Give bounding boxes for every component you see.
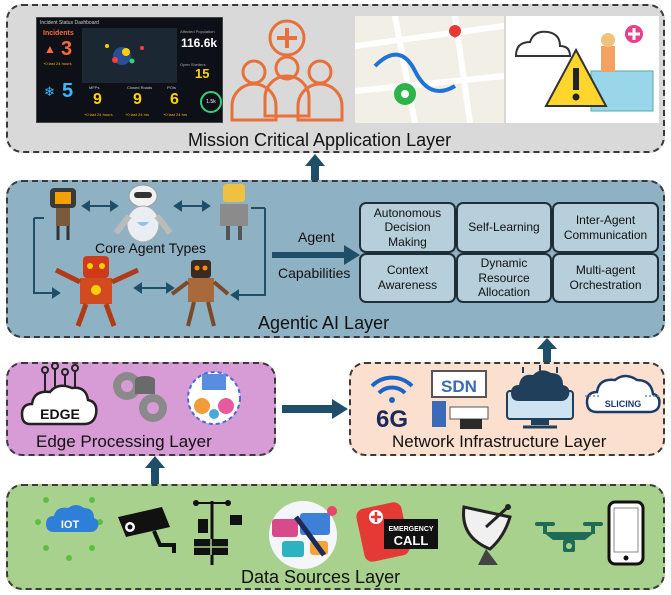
emergency-alert-icon <box>506 16 659 123</box>
incidents-value: 3 <box>61 38 73 60</box>
warning-triangle-icon: ▲ <box>44 42 56 56</box>
weather-station-icon <box>193 500 242 565</box>
gauge-value: 1.5k <box>206 99 216 105</box>
drone-icon <box>535 522 603 552</box>
arrow-agentic-to-mission <box>305 154 325 180</box>
dashboard-title: Incident Status Dashboard <box>40 20 99 26</box>
arrow-agent-to-capabilities <box>272 245 360 265</box>
mfps-sub: +0 last 24 hours <box>84 112 113 117</box>
pois-value: 6 <box>170 91 179 108</box>
capability-autonomous-decision-making: Autonomous Decision Making <box>359 202 456 253</box>
open-shelters-value: 15 <box>195 66 210 81</box>
pois-label: POIs <box>167 85 176 90</box>
sdn-icon: SDN <box>431 370 489 429</box>
affected-value: 116.6k <box>181 36 218 50</box>
edge-layer-title: Edge Processing Layer <box>36 432 212 451</box>
medical-team-icon <box>230 19 344 122</box>
capability-dynamic-resource-allocation: Dynamic Resource Allocation <box>456 253 552 303</box>
slicing-text: SLICING <box>605 399 642 409</box>
cloud-network-icon <box>506 365 574 429</box>
brown-robot-icon <box>170 260 230 327</box>
roads-sub: +0 last 24 hrs <box>125 112 150 117</box>
affected-label: Affected Population <box>180 29 215 34</box>
agentic-layer-title: Agentic AI Layer <box>258 313 390 333</box>
gauge: 1.5k <box>200 91 222 113</box>
call-text: CALL <box>394 533 429 548</box>
dashboard-map <box>82 28 177 83</box>
6g-text: 6G <box>376 406 408 430</box>
incidents-label: Incidents <box>43 30 74 37</box>
capability-context-awareness: Context Awareness <box>359 253 456 303</box>
edge-cloud-icon: EDGE <box>20 362 98 426</box>
roads-value: 9 <box>133 91 142 108</box>
navigation-map-icon <box>355 16 504 123</box>
cctv-camera-icon <box>118 507 176 553</box>
incidents-sub: +0 last 24 hours <box>43 61 72 66</box>
open-shelters-label: Open Shelters <box>180 62 206 67</box>
arrow-edge-to-network <box>282 399 348 419</box>
capability-self-learning: Self-Learning <box>456 202 552 253</box>
capability-inter-agent-communication: Inter-Agent Communication <box>552 202 659 253</box>
agent-label: Agent <box>298 229 335 245</box>
roads-label: Closed Roads <box>127 85 153 90</box>
white-robot-icon <box>113 184 173 243</box>
sdn-text: SDN <box>441 377 477 396</box>
b-value: 5 <box>62 80 74 102</box>
robots-group <box>33 184 266 327</box>
iot-text: IOT <box>61 519 80 531</box>
mission-layer-title: Mission Critical Application Layer <box>188 130 452 150</box>
incident-dashboard-image: Incident Status Dashboard Incidents ▲ 3 … <box>36 17 223 123</box>
tv-robot-icon <box>50 188 76 240</box>
satellite-dish-icon <box>462 504 512 565</box>
data-sources-layer-title: Data Sources Layer <box>241 567 401 587</box>
pois-sub: +0 last 24 hrs <box>163 112 188 117</box>
edge-text: EDGE <box>40 406 80 422</box>
emergency-text: EMERGENCY <box>388 526 433 533</box>
6g-icon: 6G <box>370 375 414 430</box>
slicing-cloud-icon: SLICING <box>585 374 661 414</box>
gears-database-icon <box>113 372 167 422</box>
edge-analytics-icon <box>187 371 241 425</box>
mfps-label: MFPs <box>89 85 100 90</box>
emergency-call-icon: EMERGENCY CALL <box>356 502 438 562</box>
snowflake-icon: ❄ <box>44 84 55 99</box>
arrow-data-to-edge <box>145 456 165 484</box>
red-robot-icon <box>54 256 140 327</box>
yellow-robot-icon <box>220 184 248 240</box>
smartphone-icon <box>607 500 645 566</box>
core-agent-types-label: Core Agent Types <box>95 240 207 256</box>
iot-cloud-icon: IOT <box>35 497 103 561</box>
capability-multi-agent-orchestration: Multi-agent Orchestration <box>552 253 659 303</box>
capabilities-label: Capabilities <box>278 265 351 281</box>
arrow-network-to-agentic <box>537 338 557 362</box>
mfps-value: 9 <box>93 91 102 108</box>
social-media-icon <box>269 501 337 569</box>
network-layer-title: Network Infrastructure Layer <box>392 432 607 451</box>
